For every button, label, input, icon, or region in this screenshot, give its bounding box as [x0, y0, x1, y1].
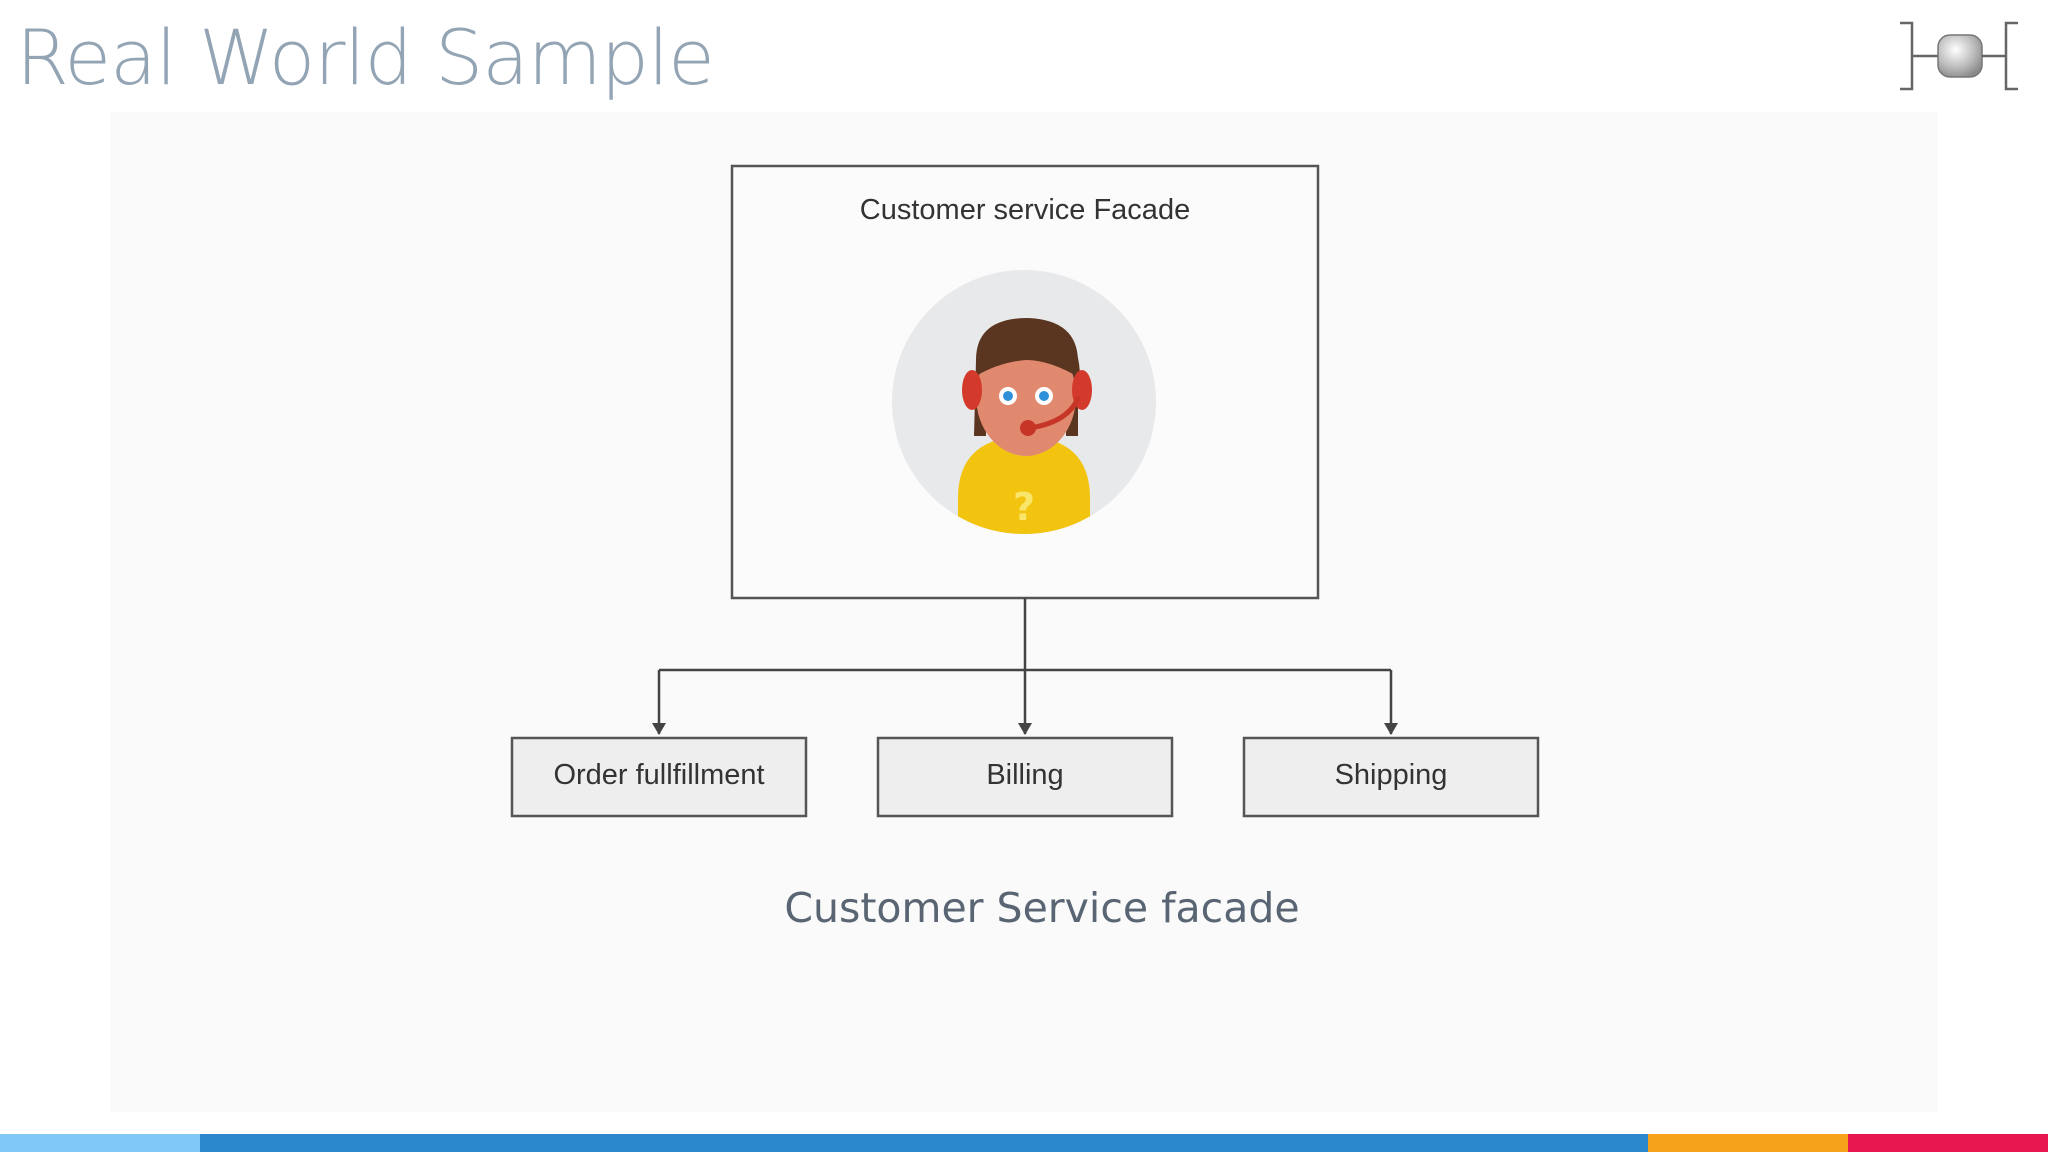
bottom-color-bar	[0, 1134, 2048, 1152]
bottom-bar-segment	[0, 1134, 200, 1152]
billing-label: Billing	[986, 759, 1064, 791]
customer-support-agent-icon: ?	[892, 270, 1156, 534]
bottom-bar-segment	[1848, 1134, 2048, 1152]
billing-box	[876, 736, 1174, 818]
svg-text:?: ?	[1013, 485, 1035, 529]
shipping-label: Shipping	[1334, 759, 1448, 791]
slide-title: Real World Sample	[16, 13, 715, 102]
order-fullfillment-label: Order fullfillment	[553, 759, 765, 791]
facade-label: Customer service Facade	[859, 194, 1191, 226]
order-fullfillment-box	[510, 736, 808, 818]
bracket-node-logo-icon	[1896, 20, 2022, 92]
diagram-caption: Customer Service facade	[784, 884, 1300, 932]
shipping-box	[1242, 736, 1540, 818]
bottom-bar-segment	[200, 1134, 1648, 1152]
connector-lines	[652, 598, 1398, 735]
bottom-bar-segment	[1648, 1134, 1848, 1152]
